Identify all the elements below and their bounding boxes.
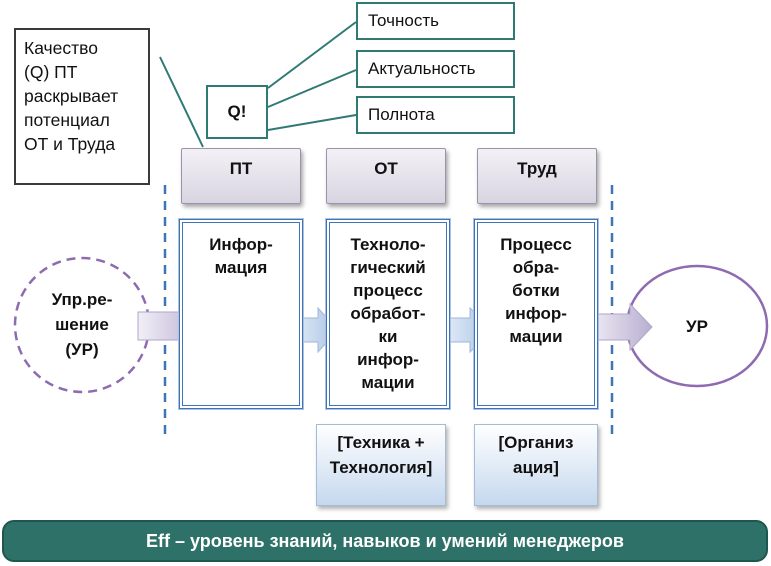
stage-technological-process: Техноло- гический процесс обработ- ки ин…: [326, 219, 450, 409]
efficiency-banner: Eff – уровень знаний, навыков и умений м…: [2, 520, 768, 562]
input-line: Упр.ре-: [51, 290, 113, 309]
support-line: ация]: [513, 458, 559, 477]
support-line: [Техника +: [337, 433, 425, 452]
header-pt: ПТ: [181, 148, 301, 204]
quality-note: Качество (Q) ПТ раскрывает потенциал ОТ …: [14, 28, 150, 185]
support-technique-technology: [Техника + Технология]: [316, 424, 446, 506]
stage-information: Инфор- мация: [179, 219, 303, 409]
stage-line: мации: [361, 373, 415, 392]
note-line: ОТ и Труда: [24, 134, 116, 154]
stage-line: мация: [214, 258, 268, 277]
note-line: потенциал: [24, 110, 110, 130]
support-line: [Организ: [498, 433, 574, 452]
stage-line: мации: [509, 327, 563, 346]
stage-processing: Процесс обра- ботки инфор- мации: [474, 219, 598, 409]
note-line: раскрывает: [24, 86, 119, 106]
criterion-completeness: Полнота: [356, 96, 515, 134]
note-line: Качество: [24, 38, 98, 58]
stage-line: Процесс: [500, 235, 572, 254]
stage-line: Техноло-: [350, 235, 426, 254]
support-line: Технология]: [329, 458, 433, 477]
criterion-actuality: Актуальность: [356, 50, 515, 88]
header-trud: Труд: [477, 148, 597, 204]
stage-line: инфор-: [505, 304, 567, 323]
connector-line-completeness: [267, 114, 357, 131]
header-ot: ОТ: [326, 148, 446, 204]
criterion-accuracy: Точность: [356, 2, 515, 40]
stage-line: обра-: [512, 258, 560, 277]
quality-symbol-box: Q!: [206, 85, 268, 139]
stage-line: ботки: [512, 281, 560, 300]
stage-line: ки: [378, 327, 398, 346]
stage-line: Инфор-: [209, 235, 273, 254]
input-line: (УР): [65, 340, 99, 359]
stage-line: инфор-: [357, 350, 419, 369]
connector-line-accuracy: [267, 21, 357, 89]
stage-line: гический: [350, 258, 426, 277]
connector-line-actuality: [267, 69, 357, 108]
input-line: шение: [55, 315, 109, 334]
stage-line: процесс: [353, 281, 423, 300]
output-decision-label: УР: [686, 317, 708, 336]
stage-line: обработ-: [350, 304, 426, 323]
support-organization: [Организ ация]: [474, 424, 598, 506]
input-decision-label: Упр.ре- шение (УР): [22, 287, 142, 362]
note-connector-line: [159, 56, 204, 148]
note-line: (Q) ПТ: [24, 62, 78, 82]
